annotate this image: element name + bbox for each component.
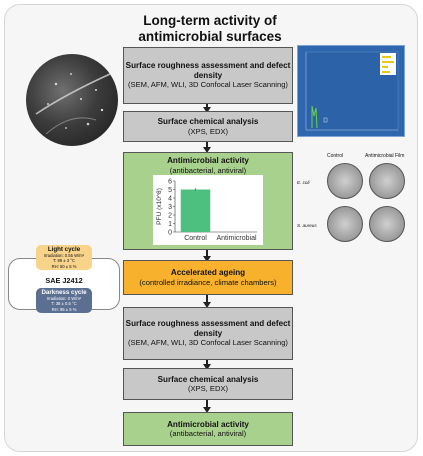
y-tick-label: 5 <box>168 187 172 194</box>
dark-cycle-irradiation: Irradiation: 0 W/m² <box>46 296 82 302</box>
step-roughness-1: Surface roughness assessment and defect … <box>123 47 293 104</box>
step-title: Antimicrobial activity <box>167 156 249 165</box>
petri-col-control: Control <box>327 153 344 159</box>
light-cycle-title: Light cycle <box>47 246 81 253</box>
arrow <box>203 250 211 262</box>
step-desc: (antibacterial, antiviral) <box>169 429 247 439</box>
sem-micrograph <box>26 54 118 146</box>
arrow <box>203 104 211 113</box>
y-tick-label: 1 <box>168 221 172 228</box>
bar-control <box>180 189 211 232</box>
arrow <box>203 295 211 308</box>
y-tick-label: 0 <box>168 230 172 237</box>
petri-row-saureus: S. aureus <box>297 223 317 228</box>
petri-row-ecoli: E. coli <box>297 180 310 185</box>
light-cycle-irradiation: Irradiation: 0.55 W/m² <box>43 253 85 259</box>
x-tick-label: Control <box>184 235 207 242</box>
figure-title: Long-term activity of antimicrobial surf… <box>110 13 310 45</box>
dark-cycle-card: Darkness cycle Irradiation: 0 W/m² T: 38… <box>36 288 92 313</box>
step-desc: (XPS, EDX) <box>187 126 229 136</box>
petri-dish-ecoli-film <box>369 163 405 199</box>
step-desc: (controlled irradiance, climate chambers… <box>139 277 277 287</box>
y-tick-label: 3 <box>168 204 172 211</box>
sem-texture <box>35 73 111 135</box>
afm-scan-image <box>297 45 405 137</box>
step-desc: (SEM, AFM, WLI, 3D Confocal Laser Scanni… <box>128 338 288 348</box>
sae-label: SAE J2412 <box>45 276 83 285</box>
light-cycle-rh: RH: 50 ± 5 % <box>51 263 77 269</box>
arrow <box>203 360 211 370</box>
step-title: Surface roughness assessment and defect … <box>125 61 291 80</box>
petri-dish-saureus-control <box>327 206 363 242</box>
y-tick-label: 6 <box>168 179 172 186</box>
dark-cycle-temp: T: 38 ± 0.5 °C <box>51 301 77 307</box>
step-title: Surface roughness assessment and defect … <box>125 319 291 338</box>
step-antimicrobial-2: Antimicrobial activity (antibacterial, a… <box>123 412 293 446</box>
dark-cycle-title: Darkness cycle <box>41 289 87 296</box>
step-desc: (XPS, EDX) <box>187 384 229 394</box>
step-title: Surface chemical analysis <box>157 374 259 384</box>
x-tick-label: Antimicrobial <box>216 235 257 242</box>
step-roughness-2: Surface roughness assessment and defect … <box>123 307 293 360</box>
step-chemical-2: Surface chemical analysis (XPS, EDX) <box>123 368 293 400</box>
y-tick-label: 2 <box>168 213 172 220</box>
step-title: Accelerated ageing <box>170 268 246 277</box>
petri-col-film: Antimicrobial Film <box>365 153 405 159</box>
y-axis-label: PFU (x10^8) <box>156 188 163 225</box>
step-desc: (SEM, AFM, WLI, 3D Confocal Laser Scanni… <box>128 80 288 90</box>
step-title: Antimicrobial activity <box>167 419 249 429</box>
afm-plot <box>305 51 399 131</box>
step-chemical-1: Surface chemical analysis (XPS, EDX) <box>123 111 293 142</box>
petri-dish-panel: Control Antimicrobial Film E. coli S. au… <box>297 150 409 250</box>
light-cycle-temp: T: 89 ± 3 °C <box>53 258 75 264</box>
arrow <box>203 400 211 413</box>
petri-dish-ecoli-control <box>327 163 363 199</box>
step-title: Surface chemical analysis <box>157 117 259 126</box>
step-ageing: Accelerated ageing (controlled irradianc… <box>123 260 293 295</box>
petri-dish-saureus-film <box>369 206 405 242</box>
title-line-1: Long-term activity of <box>143 13 277 28</box>
step-desc: (antibacterial, antiviral) <box>169 165 247 175</box>
title-line-2: antimicrobial surfaces <box>138 29 282 44</box>
arrow <box>203 142 211 153</box>
y-tick-label: 4 <box>168 196 172 203</box>
light-cycle-card: Light cycle Irradiation: 0.55 W/m² T: 89… <box>36 245 92 270</box>
dark-cycle-rh: RH: 95 ± 5 % <box>51 306 77 312</box>
